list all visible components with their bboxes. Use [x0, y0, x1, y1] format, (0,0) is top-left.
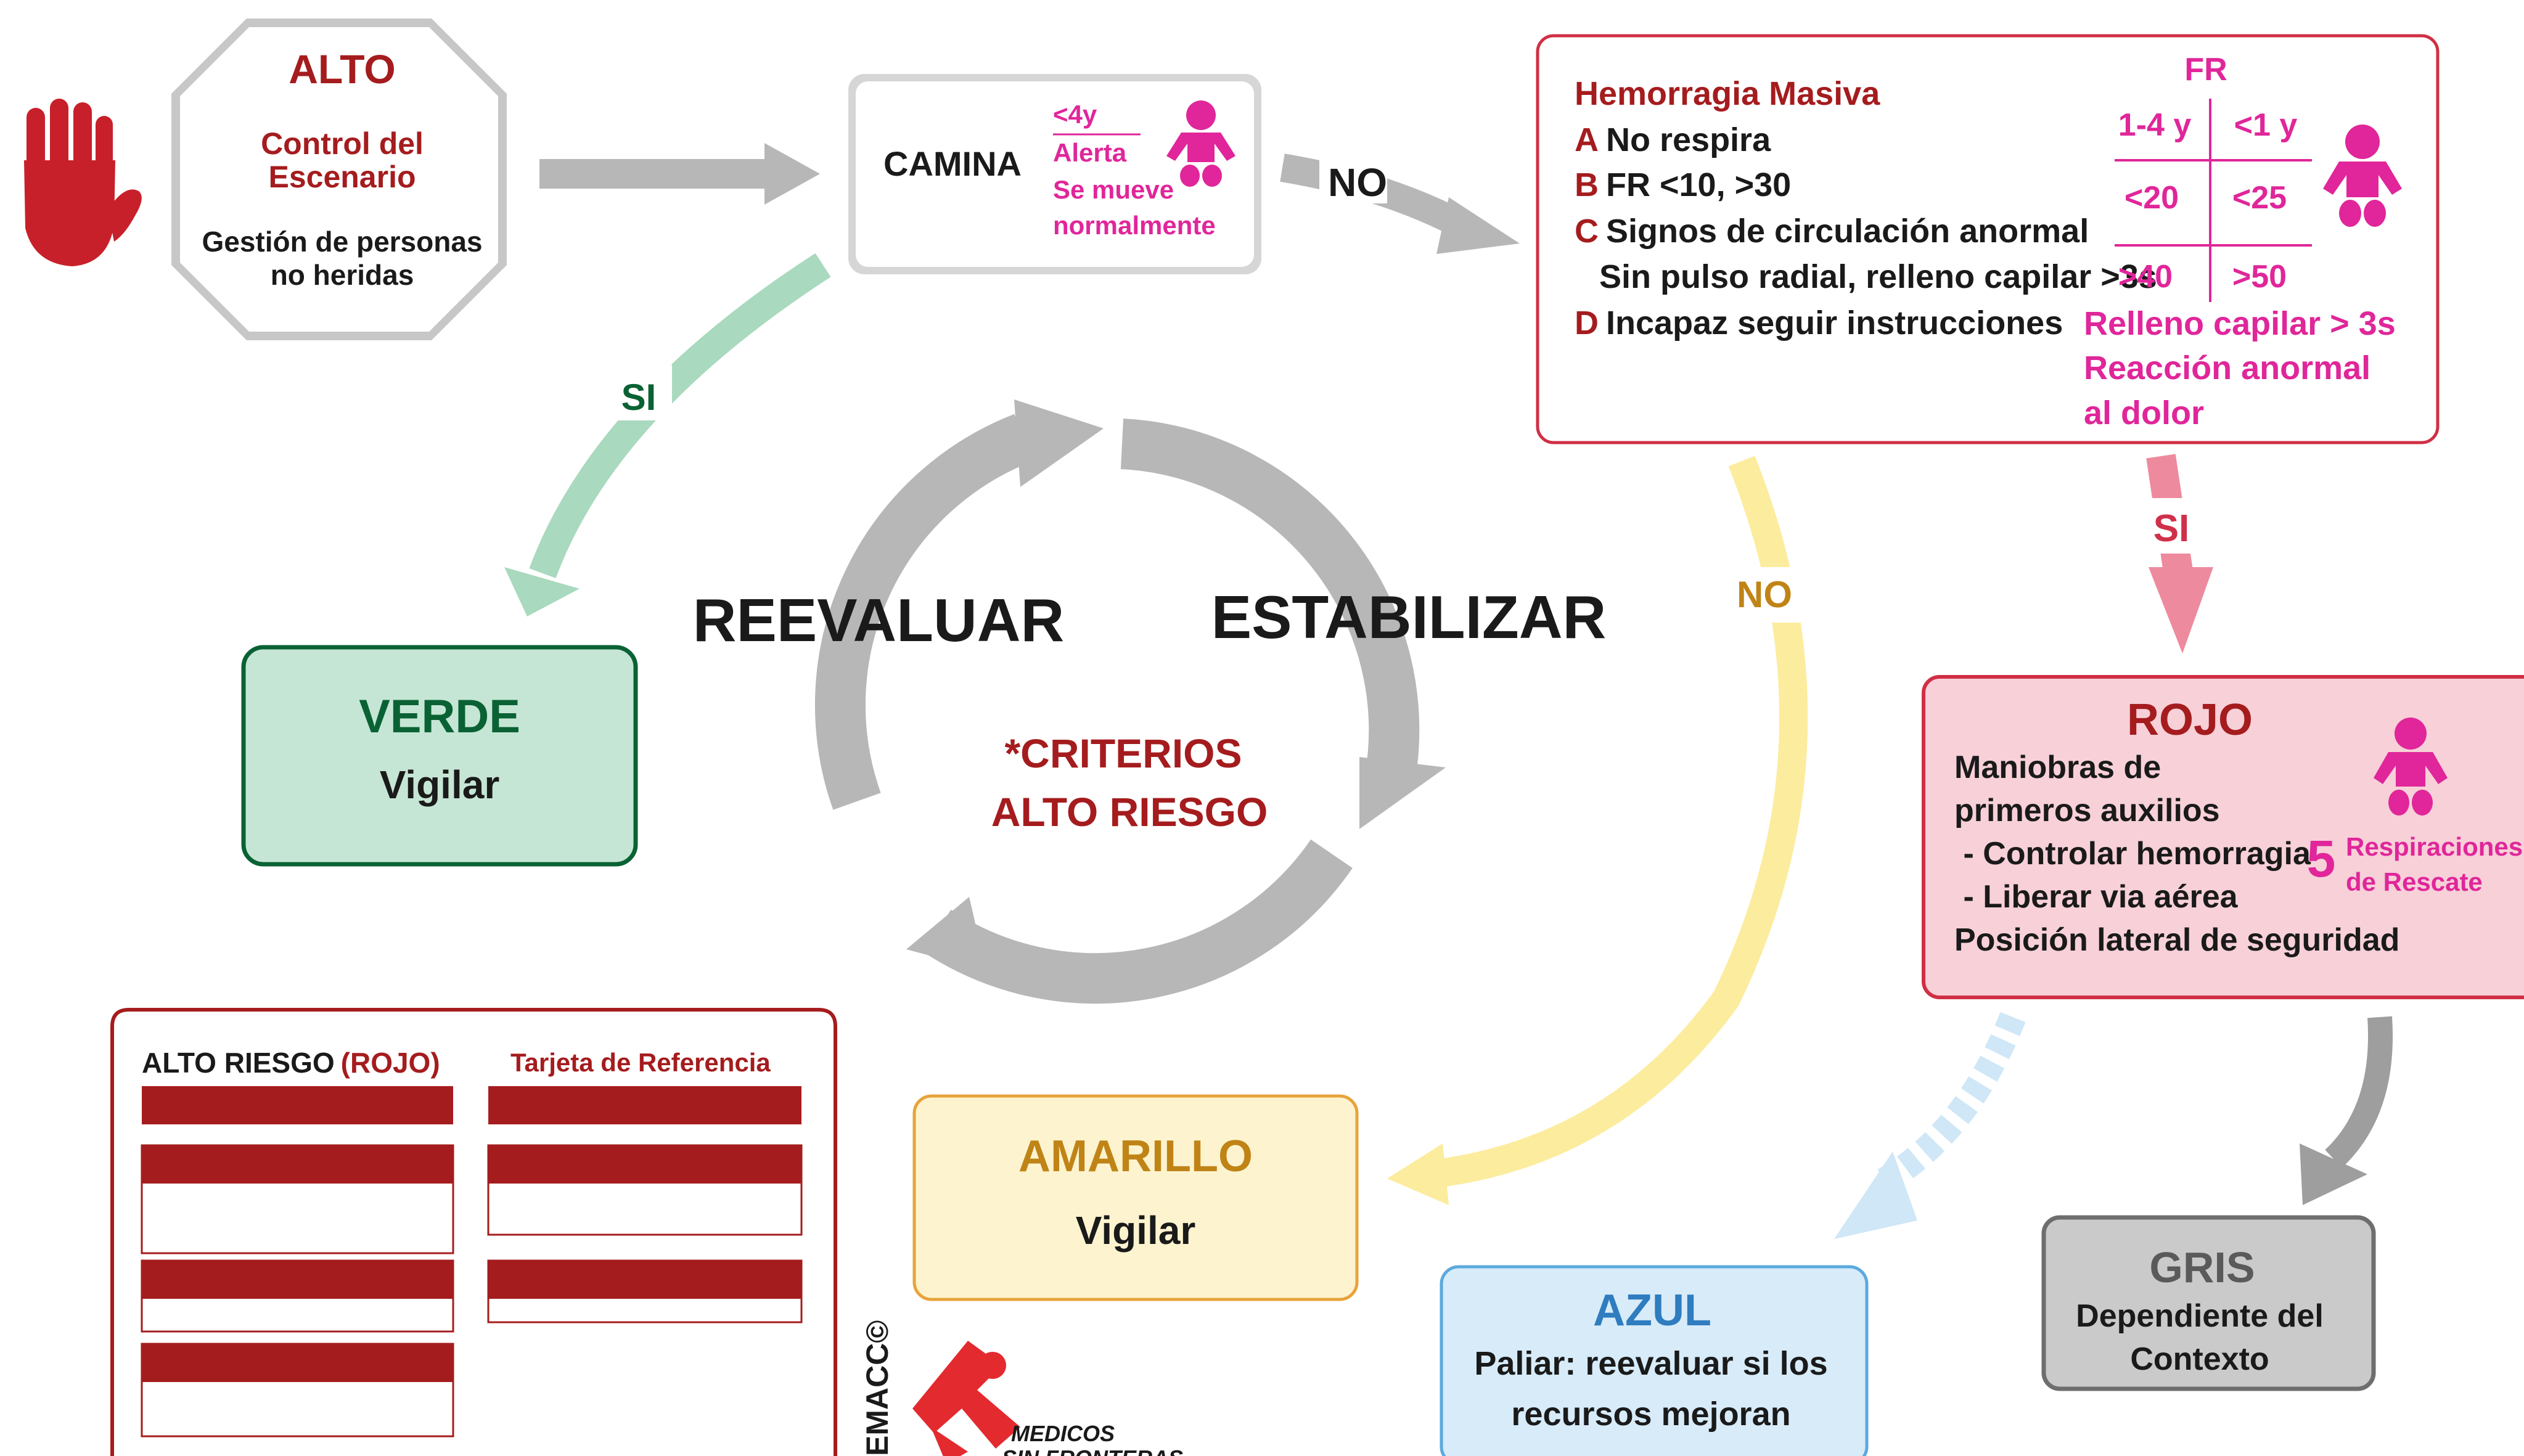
rojo-line-2: primeros auxilios	[1954, 793, 2220, 828]
vertical-brand-text: EMACC©	[860, 1320, 895, 1456]
fr-header-1: 1-4 y	[2118, 107, 2192, 143]
arrow-criteria-to-amarillo: NO	[1387, 456, 1808, 1205]
fr-cell-2-1: >40	[2118, 259, 2173, 295]
amarillo-box: AMARILLO Vigilar	[912, 1094, 1359, 1301]
rojo-line-1: Maniobras de	[1954, 750, 2161, 785]
arrow-stop-to-camina	[539, 143, 820, 205]
cycle-arrows	[814, 414, 1420, 1004]
stop-desc-1: Gestión de personas	[202, 226, 482, 258]
stop-title: ALTO	[289, 46, 396, 92]
arrow-si-left-label: SI	[621, 377, 657, 418]
gris-line2: Contexto	[2130, 1341, 2269, 1377]
rojo-title: ROJO	[2127, 695, 2253, 745]
arrow-rojo-to-azul	[1834, 1012, 2026, 1239]
card-title: ALTO RIESGO(ROJO)	[142, 1047, 440, 1079]
arrow-rojo-to-gris	[2300, 1016, 2393, 1205]
gris-box: GRIS Dependiente del Contexto	[2041, 1215, 2376, 1391]
pediatric-line1: Relleno capilar > 3s	[2084, 305, 2396, 342]
reference-card: ALTO RIESGO(ROJO) Tarjeta de Referencia	[110, 1008, 837, 1456]
logo-text-1: MEDICOS	[1011, 1421, 1115, 1446]
arrow-si-right-label: SI	[2153, 507, 2190, 550]
cycle-center-2: ALTO RIESGO	[991, 789, 1268, 835]
amarillo-subtitle: Vigilar	[1076, 1208, 1195, 1253]
fr-cell-2-2: >50	[2232, 259, 2287, 295]
card-reference: Tarjeta de Referencia	[510, 1048, 771, 1077]
arrow-camina-to-verde: SI	[504, 253, 831, 616]
card-field	[142, 1086, 453, 1124]
rescue-line2: de Rescate	[2346, 867, 2483, 896]
pediatric-line3: al dolor	[2084, 395, 2204, 431]
baby-icon	[2323, 125, 2402, 227]
cycle-center-1: *CRITERIOS	[1004, 730, 1242, 776]
fr-title: FR	[2184, 52, 2227, 88]
pediatric-line2: Reacción anormal	[2084, 350, 2370, 386]
camina-box: CAMINA <4y Alerta Se mueve normalmente	[848, 74, 1261, 274]
card-field	[488, 1086, 801, 1124]
rescue-number: 5	[2307, 830, 2336, 888]
camina-line1: Alerta	[1053, 138, 1127, 167]
amarillo-title: AMARILLO	[1018, 1132, 1253, 1181]
rescue-line1: Respiraciones	[2346, 832, 2523, 861]
camina-label: CAMINA	[883, 144, 1022, 183]
criteria-title: Hemorragia Masiva	[1575, 75, 1880, 112]
arrow-no-top-label: NO	[1328, 160, 1387, 205]
stop-subtitle-1: Control del	[261, 126, 424, 161]
logo-text-2: SIN FRONTERAS	[1002, 1446, 1183, 1456]
azul-box: AZUL Paliar: reevaluar si los recursos m…	[1440, 1265, 1869, 1456]
azul-line2: recursos mejoran	[1511, 1396, 1790, 1433]
camina-line3: normalmente	[1053, 211, 1216, 240]
camina-line2: Se mueve	[1053, 175, 1174, 204]
criteria-item-c2: Sin pulso radial, relleno capilar >3s	[1599, 258, 2157, 295]
hand-stop-icon	[24, 99, 142, 266]
arrow-camina-to-criteria: NO	[1280, 153, 1520, 254]
stop-octagon: ALTO Control del Escenario Gestión de pe…	[171, 18, 507, 340]
verde-subtitle: Vigilar	[380, 763, 499, 807]
stop-desc-2: no heridas	[271, 259, 414, 291]
fr-cell-1-2: <25	[2232, 180, 2287, 216]
verde-box: VERDE Vigilar	[241, 645, 638, 867]
arrow-no-right-label: NO	[1737, 574, 1792, 615]
fr-header-2: <1 y	[2234, 107, 2298, 143]
cycle-arrowheads	[906, 399, 1446, 971]
gris-title: GRIS	[2149, 1243, 2255, 1291]
arrow-criteria-to-rojo: SI	[2139, 454, 2213, 653]
fr-cell-1-1: <20	[2125, 180, 2179, 216]
azul-line1: Paliar: reevaluar si los	[1474, 1345, 1827, 1382]
cycle-right-label: ESTABILIZAR	[1211, 583, 1607, 651]
msf-logo-icon: EMACC© MEDICOS SIN FRONTERAS	[860, 1320, 1183, 1456]
rojo-box: ROJO Maniobras de primeros auxilios - Co…	[1922, 675, 2524, 999]
cycle-left-label: REEVALUAR	[693, 586, 1065, 654]
baby-icon	[2374, 718, 2448, 816]
camina-age: <4y	[1053, 100, 1097, 129]
azul-title: AZUL	[1593, 1286, 1711, 1335]
stop-subtitle-2: Escenario	[268, 160, 416, 194]
rojo-line-3: - Controlar hemorragia	[1954, 836, 2311, 872]
rojo-line-4: - Liberar via aérea	[1954, 879, 2239, 915]
baby-icon	[1166, 100, 1235, 187]
rojo-line-5: Posición lateral de seguridad	[1954, 922, 2399, 958]
gris-line1: Dependiente del	[2076, 1298, 2324, 1334]
verde-title: VERDE	[359, 690, 520, 743]
